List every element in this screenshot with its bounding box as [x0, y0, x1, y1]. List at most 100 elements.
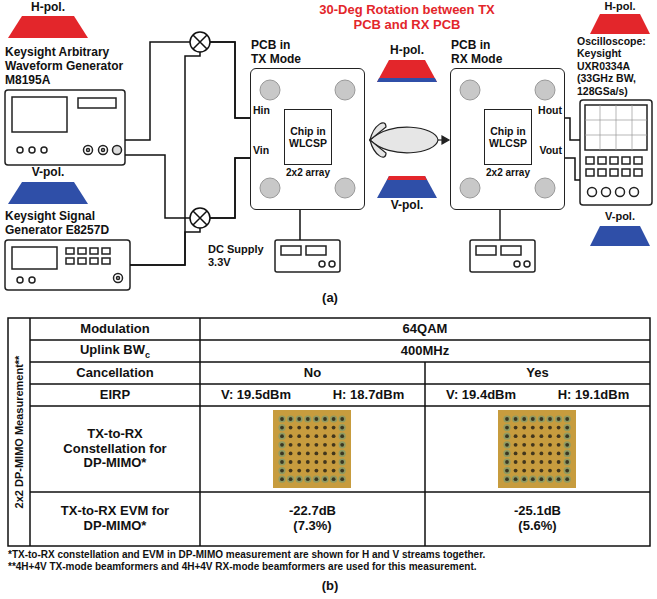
dc-supply-instrument	[476, 246, 496, 255]
beam-pattern	[370, 123, 449, 157]
constellation-halo	[538, 415, 545, 422]
oscilloscope-instrument	[622, 169, 630, 176]
polarization-pulse	[8, 16, 88, 38]
patch-antenna	[535, 178, 555, 198]
constellation-point	[557, 426, 561, 430]
signal-generator-instrument	[12, 247, 57, 269]
node-label: Keysight Signal Generator E8257D	[5, 209, 130, 237]
dc-supply-instrument	[275, 210, 535, 272]
constellation-point	[505, 469, 509, 473]
constellation-point	[280, 426, 284, 430]
text-label: H: 19.1dBm	[558, 388, 630, 403]
constellation-point	[340, 469, 344, 473]
constellation-halo	[339, 476, 346, 483]
mixer-symbol	[190, 32, 210, 228]
constellation-point	[557, 434, 561, 438]
constellation-point	[514, 417, 518, 421]
constellation-plot	[273, 410, 351, 488]
constellation-point	[297, 452, 301, 456]
constellation-point	[505, 460, 509, 464]
text-label: V-pol.	[32, 166, 65, 180]
constellation-point	[522, 434, 526, 438]
constellation-point	[340, 460, 344, 464]
constellation-point	[505, 417, 509, 421]
mixer-symbol	[190, 32, 210, 52]
dc-supply-instrument	[281, 246, 301, 255]
constellation-point	[548, 417, 552, 421]
constellation-point	[514, 452, 518, 456]
label-cell: Yes	[425, 362, 650, 384]
text-label: H-pol.	[604, 0, 635, 13]
node-label: DC Supply 3.3V	[208, 243, 270, 269]
constellation-point	[565, 443, 569, 447]
text-label: 64QAM	[403, 322, 448, 337]
oscilloscope-instrument	[610, 157, 618, 164]
constellation-point	[505, 417, 569, 481]
constellation-point	[531, 452, 535, 456]
constellation-point	[323, 426, 327, 430]
constellation-halo	[321, 415, 328, 422]
constellation-point	[340, 434, 344, 438]
text-label: 400MHz	[401, 344, 449, 359]
constellation-point	[557, 417, 561, 421]
constellation-point	[280, 452, 284, 456]
constellation-point	[548, 452, 552, 456]
text-label: No	[304, 366, 321, 381]
constellation-halo	[304, 415, 311, 422]
constellation-point	[306, 460, 310, 464]
constellation-halo	[321, 476, 328, 483]
patch-antenna	[260, 80, 555, 198]
constellation-halo	[555, 476, 562, 483]
label-cell: TX-to-RX EVM for DP-MIMO*	[30, 492, 200, 546]
label-cell: -22.7dB (7.3%)	[200, 492, 425, 546]
instrument-box: Keysight Arbitrary Waveform Generator M8…	[5, 90, 125, 165]
constellation-halo	[529, 415, 536, 422]
constellation-point	[565, 452, 569, 456]
label-cell: 64QAM	[200, 318, 650, 340]
constellation-point	[557, 443, 561, 447]
signal-generator-instrument	[102, 258, 110, 264]
text-label: Uplink BWc	[80, 343, 150, 360]
label-cell: H-pol.	[377, 44, 437, 58]
constellation-point	[332, 417, 336, 421]
label-cell: 400MHz	[200, 340, 650, 362]
constellation-point	[332, 434, 336, 438]
constellation-point	[306, 417, 310, 421]
awg-instrument	[5, 90, 125, 165]
constellation-point	[514, 469, 518, 473]
constellation-point	[548, 469, 552, 473]
constellation-point	[315, 452, 319, 456]
constellation-halo	[278, 433, 285, 440]
label-cell: No	[200, 362, 425, 384]
label-cell: (a)	[310, 290, 350, 306]
node-label: PCB in TX Mode	[251, 38, 307, 66]
constellation-point	[514, 443, 518, 447]
constellation-halo	[278, 458, 285, 465]
label-cell: Uplink BWc	[30, 340, 200, 362]
constellation-point	[332, 426, 336, 430]
text-label: 2x2 DP-MIMO Measurement**	[13, 356, 26, 509]
constellation-halo	[278, 424, 285, 431]
text-label: (a)	[322, 291, 338, 306]
label-cell: V-pol.	[590, 210, 650, 223]
awg-instrument	[41, 147, 47, 153]
constellation-halo	[503, 458, 510, 465]
label-cell: V: 19.4dBm	[425, 384, 537, 406]
label-cell: 2x2 array	[482, 167, 534, 179]
label-cell: 2x2 array	[282, 167, 334, 179]
patch-antenna	[460, 80, 480, 100]
node-label: Oscilloscope: Keysight UXR0334A (33GHz B…	[577, 35, 653, 98]
constellation-point	[540, 426, 544, 430]
constellation-point	[289, 469, 293, 473]
oscilloscope-instrument	[598, 169, 606, 176]
constellation-point	[514, 434, 518, 438]
dc-supply-instrument	[319, 261, 325, 267]
constellation-point	[531, 469, 535, 473]
instrument-box: Keysight Signal Generator E8257D	[5, 240, 130, 290]
awg-instrument	[78, 98, 116, 108]
constellation-point	[280, 434, 284, 438]
constellation-point	[323, 443, 327, 447]
text-label: V-pol.	[391, 199, 424, 213]
constellation-point	[514, 477, 518, 481]
signal-generator-instrument	[90, 248, 98, 254]
